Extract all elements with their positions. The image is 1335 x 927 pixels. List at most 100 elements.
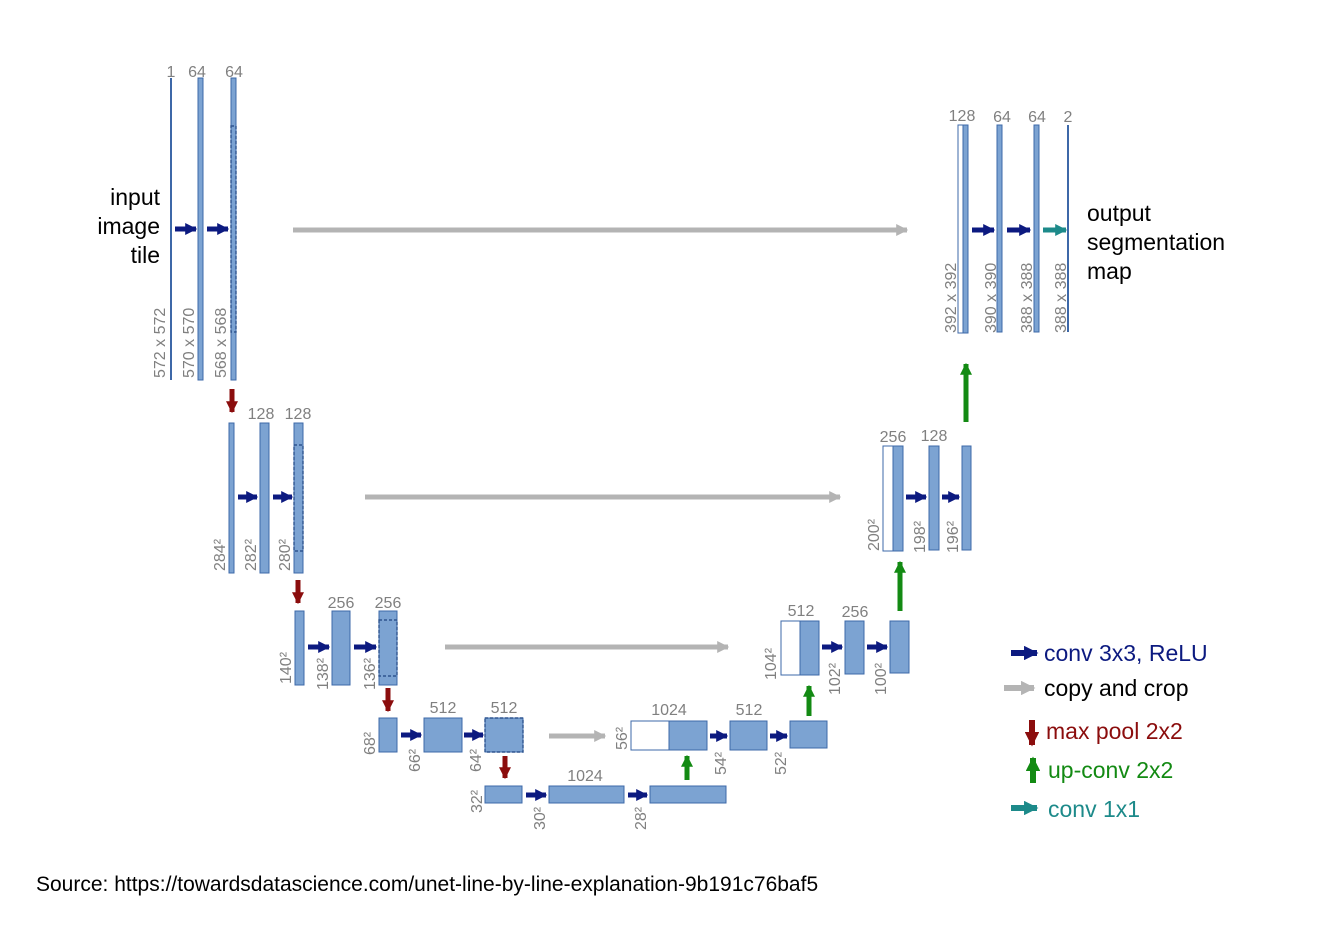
feature-map	[961, 445, 972, 551]
size-label: 572 x 572	[152, 308, 169, 378]
input-label: input image tile	[97, 184, 160, 268]
crop-region	[230, 125, 237, 333]
legend-pool-label: max pool 2x2	[1046, 718, 1183, 744]
bottleneck-level: 1024 32² 30² 28²	[469, 768, 727, 830]
size-label: 138²	[315, 657, 332, 690]
legend-conv1x1-label: conv 1x1	[1048, 796, 1140, 822]
channel-label: 2	[1064, 109, 1073, 126]
input-label-line: image	[97, 213, 160, 239]
feature-map	[484, 717, 524, 753]
feature-map	[197, 77, 204, 381]
decoder-level-2: 256 128 200² 198² 196²	[866, 428, 972, 553]
feature-map	[892, 445, 904, 552]
feature-map	[844, 620, 865, 675]
channel-label: 512	[491, 700, 518, 717]
feature-map	[259, 422, 270, 574]
size-label: 390 x 390	[983, 263, 1000, 333]
channel-label: 1024	[567, 768, 603, 785]
size-label: 28²	[633, 806, 650, 830]
size-label: 56²	[614, 726, 631, 750]
size-label: 284²	[212, 538, 229, 571]
input-label-line: input	[110, 184, 160, 210]
legend-upconv-label: up-conv 2x2	[1048, 757, 1173, 783]
source-caption: Source: https://towardsdatascience.com/u…	[36, 873, 818, 896]
feature-map	[928, 445, 940, 551]
channel-label: 256	[375, 595, 402, 612]
channel-label: 512	[430, 700, 457, 717]
output-label: output segmentation map	[1087, 200, 1225, 284]
feature-map	[230, 77, 237, 381]
channel-label: 128	[949, 108, 976, 125]
feature-map	[789, 720, 828, 749]
encoder-level-2: 128 128 284² 282² 280²	[212, 406, 312, 574]
encoder-level-4: 512 512 68² 66² 64²	[362, 700, 524, 772]
size-label: 392 x 392	[943, 263, 960, 333]
feature-map	[484, 785, 523, 804]
size-label: 66²	[407, 748, 424, 772]
crop-region	[378, 619, 398, 677]
feature-map	[294, 610, 305, 686]
size-label: 54²	[713, 751, 730, 775]
output-label-line: output	[1087, 200, 1152, 226]
size-label: 52²	[773, 751, 790, 775]
legend-conv-label: conv 3x3, ReLU	[1044, 640, 1208, 666]
feature-map	[889, 620, 910, 674]
feature-map	[1033, 124, 1040, 333]
size-label: 32²	[469, 789, 486, 813]
channel-label: 256	[880, 429, 907, 446]
channel-label: 64	[225, 64, 243, 81]
encoder-level-1: 1 64 64 572 x 572 570 x 570 568 x 568	[152, 64, 243, 381]
legend-copy-label: copy and crop	[1044, 675, 1188, 701]
output-label-line: map	[1087, 258, 1132, 284]
feature-map	[799, 620, 820, 676]
channel-label: 512	[736, 702, 763, 719]
feature-map	[649, 785, 727, 804]
feature-map	[423, 717, 463, 753]
size-label: 388 x 388	[1053, 263, 1070, 333]
feature-map	[996, 124, 1003, 333]
size-label: 196²	[945, 520, 962, 553]
channel-label: 256	[328, 595, 355, 612]
size-label: 136²	[362, 657, 379, 690]
input-label-line: tile	[131, 242, 160, 268]
channel-label: 512	[788, 603, 815, 620]
feature-map-output	[1067, 125, 1069, 332]
channel-label: 64	[188, 64, 206, 81]
size-label: 104²	[763, 647, 780, 680]
output-label-line: segmentation	[1087, 229, 1225, 255]
size-label: 198²	[912, 520, 929, 553]
feature-map	[378, 610, 398, 686]
size-label: 570 x 570	[181, 308, 198, 378]
crop-region	[484, 717, 524, 753]
feature-map	[729, 720, 768, 751]
decoder-level-3: 512 256 104² 102² 100²	[763, 603, 910, 695]
channel-label: 1	[167, 64, 176, 81]
size-label: 282²	[243, 538, 260, 571]
channel-label: 64	[993, 109, 1011, 126]
size-label: 68²	[362, 731, 379, 755]
size-label: 140²	[278, 651, 295, 684]
feature-map	[668, 720, 708, 751]
copied-feature-map	[630, 720, 670, 751]
copied-feature-map	[780, 620, 801, 676]
legend: conv 3x3, ReLU copy and crop max pool 2x…	[1004, 640, 1208, 822]
channel-label: 64	[1028, 109, 1046, 126]
size-label: 100²	[873, 662, 890, 695]
feature-map-input	[170, 78, 172, 380]
skip-connections	[293, 223, 909, 743]
channel-label: 256	[842, 604, 869, 621]
feature-map	[331, 610, 351, 686]
size-label: 280²	[277, 538, 294, 571]
decoder-level-4: 1024 512 56² 54² 52²	[614, 702, 828, 775]
channel-label: 128	[285, 406, 312, 423]
feature-map	[228, 422, 235, 574]
feature-map	[378, 717, 398, 753]
size-label: 200²	[866, 518, 883, 551]
channel-label: 128	[921, 428, 948, 445]
size-label: 30²	[532, 806, 549, 830]
copied-feature-map	[882, 445, 894, 552]
size-label: 102²	[827, 662, 844, 695]
channel-label: 128	[248, 406, 275, 423]
crop-region	[293, 444, 304, 552]
